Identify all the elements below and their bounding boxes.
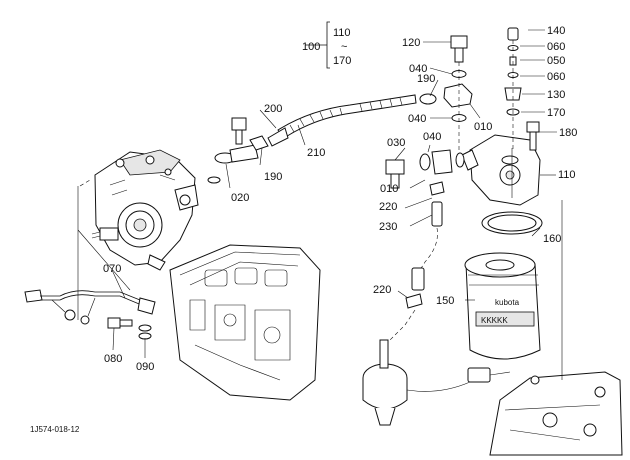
callout-070: 070: [103, 263, 121, 275]
callout-130: 130: [547, 89, 565, 101]
fuel-hose: [267, 93, 437, 147]
group-bracket: [305, 21, 330, 69]
callout-010-b: 010: [380, 183, 398, 195]
callout-060-b: 060: [547, 71, 565, 83]
leak-off-pipe: [24, 289, 156, 340]
electric-feed-pump: [362, 339, 511, 426]
engine-block: [169, 244, 321, 401]
callout-labels: 100 110 ~ 170 120 140 060 050 060 040 19…: [103, 25, 577, 373]
filter-brand-text: kubota: [495, 298, 520, 307]
callout-160: 160: [543, 233, 561, 245]
callout-tilde: ~: [341, 41, 347, 53]
hose-230-clamps: [389, 181, 445, 341]
callout-180: 180: [559, 127, 577, 139]
callout-120: 120: [402, 37, 420, 49]
pump-inlet-fitting: [207, 117, 269, 184]
filter-gasket-ring: [481, 211, 543, 235]
callout-190-b: 190: [264, 171, 282, 183]
callout-190-a: 190: [417, 73, 435, 85]
callout-040-b: 040: [408, 113, 426, 125]
callout-110-range: 110: [333, 27, 351, 39]
callout-110: 110: [558, 169, 576, 181]
callout-050: 050: [547, 55, 565, 67]
air-vent-parts: [504, 27, 522, 150]
callout-090: 090: [136, 361, 154, 373]
guide-lines: [77, 148, 563, 380]
leader-lines: [111, 29, 557, 358]
callout-140: 140: [547, 25, 565, 37]
injection-pump: [91, 149, 199, 271]
fuel-filter-cartridge: kubota KKKKK: [464, 252, 541, 360]
callout-080: 080: [104, 353, 122, 365]
filter-head: [461, 134, 541, 206]
callout-150: 150: [436, 295, 454, 307]
callout-010-a: 010: [474, 121, 492, 133]
callout-100: 100: [302, 41, 320, 53]
filter-band-text: KKKKK: [481, 316, 508, 325]
callout-200: 200: [264, 103, 282, 115]
callout-040-c: 040: [423, 131, 441, 143]
callout-020: 020: [231, 192, 249, 204]
callout-220-a: 220: [379, 201, 397, 213]
callout-170: 170: [547, 107, 565, 119]
callout-220-b: 220: [373, 284, 391, 296]
banjo-bolt-120: [443, 35, 473, 150]
callout-170-range: 170: [333, 55, 351, 67]
bottom-bracket: [489, 371, 623, 456]
callout-040-a: 040: [409, 63, 427, 75]
bolt-180: [526, 121, 540, 151]
callout-230: 230: [379, 221, 397, 233]
callout-060-a: 060: [547, 41, 565, 53]
callout-210: 210: [307, 147, 325, 159]
callout-030: 030: [387, 137, 405, 149]
reference-code: 1J574-018-12: [30, 425, 80, 434]
